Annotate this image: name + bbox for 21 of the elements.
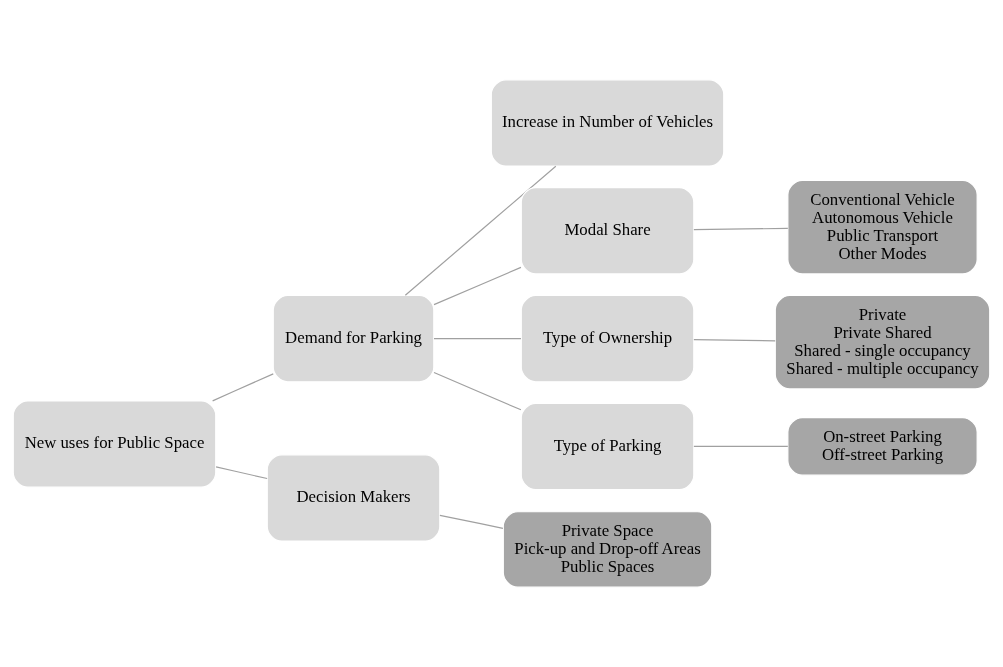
connector	[404, 165, 557, 296]
node-box: Private Space Pick-up and Drop-off Areas Public Spaces	[502, 511, 713, 588]
connector	[215, 466, 268, 480]
node-box: Conventional Vehicle Autonomous Vehicle Public Transport Other Modes	[787, 179, 978, 275]
connector	[693, 445, 789, 448]
node-box: Type of Ownership	[520, 294, 695, 383]
connector	[433, 371, 522, 411]
node-box: Private Private Shared Shared - single occupancy Shared - multiple occupancy	[774, 294, 991, 390]
node-box: Type of Parking	[520, 402, 695, 491]
connector	[433, 338, 522, 340]
connector	[212, 373, 274, 402]
node-box: New uses for Public Space	[12, 400, 217, 488]
connector	[439, 514, 504, 529]
connector	[693, 227, 789, 231]
node-box: Increase in Number of Vehicles	[490, 79, 725, 167]
node-box: Modal Share	[520, 187, 695, 275]
node-box: Decision Makers	[266, 454, 441, 542]
connector	[693, 339, 776, 342]
node-box: Demand for Parking	[272, 294, 435, 383]
node-box: On-street Parking Off-street Parking	[787, 417, 978, 476]
connector	[433, 266, 522, 306]
